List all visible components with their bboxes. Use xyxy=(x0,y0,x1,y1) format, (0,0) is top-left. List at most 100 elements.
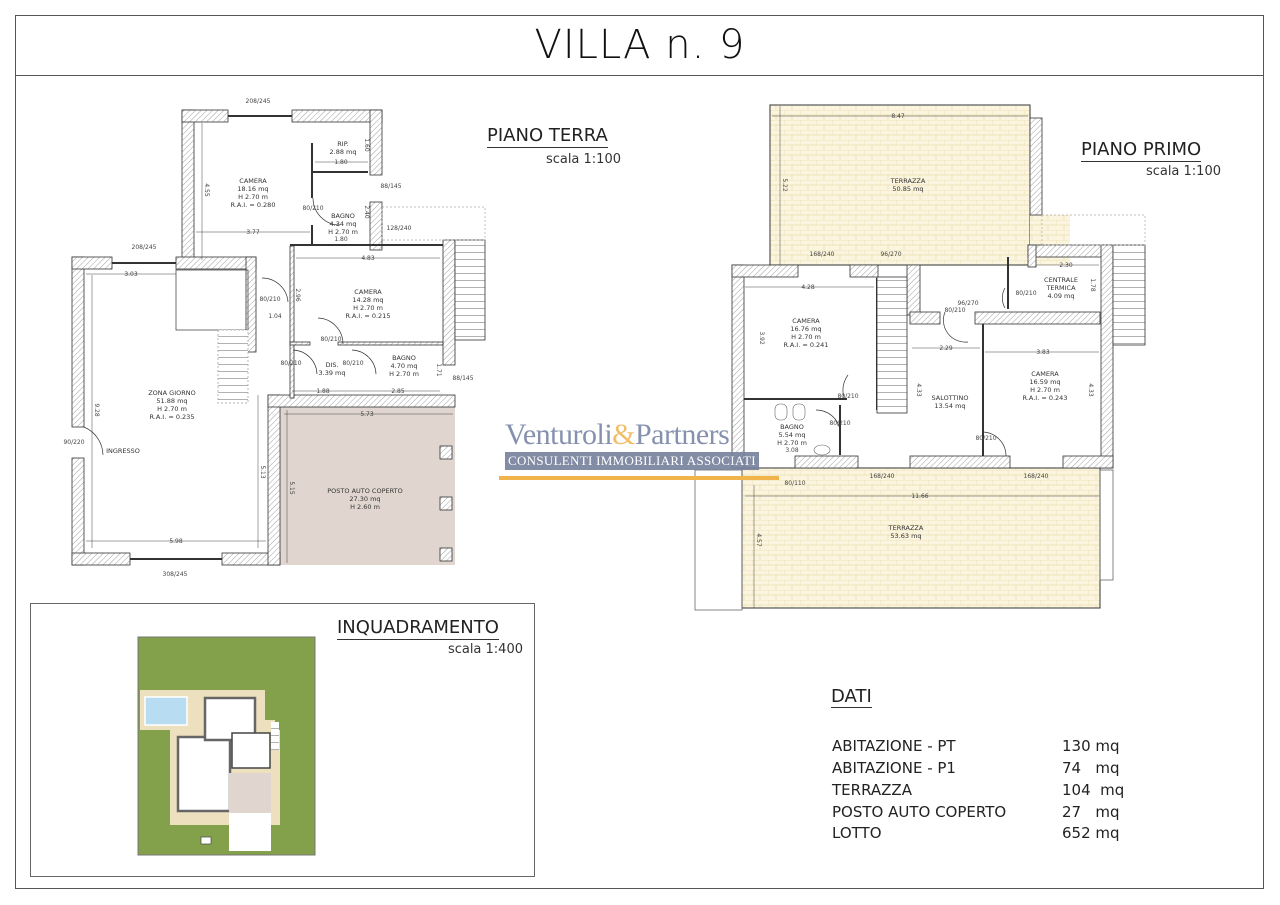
page-title: VILLA n. 9 xyxy=(534,22,746,68)
room-area: 13.54 mq xyxy=(934,402,965,410)
ground-floor-walls xyxy=(71,109,456,566)
room-name: CAMERA xyxy=(354,288,382,296)
data-value: 74 mq xyxy=(1062,759,1120,777)
door-swings xyxy=(815,287,1007,457)
title-divider xyxy=(15,75,1264,76)
first-floor-plan: TERRAZZA 50.85 mq CAMERA 16.76 mq H 2.70… xyxy=(694,104,1146,611)
room-area: 4.34 mq xyxy=(330,220,357,228)
dimension-label: 1.80 xyxy=(334,159,348,166)
room-name: SALOTTINO xyxy=(932,394,969,402)
opening-label: 96/270 xyxy=(957,300,978,307)
site-driveway xyxy=(229,813,271,851)
room-height: H 2.60 m xyxy=(350,503,380,511)
terrace-parapet xyxy=(694,469,743,611)
room-height: H 2.70 m xyxy=(238,193,268,201)
data-value: 130 mq xyxy=(1062,737,1120,755)
external-landing xyxy=(381,206,486,241)
room-area: 27.30 mq xyxy=(349,495,380,503)
room-rai: R.A.I. = 0.280 xyxy=(231,201,276,209)
dimension-label: 1.88 xyxy=(316,388,330,395)
opening-label: 308/245 xyxy=(163,571,188,578)
opening-label: 80/210 xyxy=(944,307,965,314)
data-value: 27 mq xyxy=(1062,803,1120,821)
first-floor-scale: scala 1:100 xyxy=(1145,164,1221,179)
terrace-parapet xyxy=(1099,469,1114,581)
room-name: CENTRALE xyxy=(1044,276,1078,284)
room-height: H 2.70 m xyxy=(157,405,187,413)
watermark-name: Venturoli&Partners xyxy=(505,418,730,451)
opening-label: 80/210 xyxy=(280,360,301,367)
partitions xyxy=(290,143,443,246)
room-rai: R.A.I. = 0.241 xyxy=(784,341,829,349)
room-area: 16.76 mq xyxy=(790,325,821,333)
opening-label: 168/240 xyxy=(810,251,835,258)
first-floor-title: PIANO PRIMO xyxy=(1081,139,1202,162)
dimension-label: 4.28 xyxy=(801,284,815,291)
opening-label: 90/220 xyxy=(63,439,84,446)
room-name: BAGNO xyxy=(331,212,355,220)
room-height: H 2.70 m xyxy=(389,370,419,378)
data-title: DATI xyxy=(831,686,872,708)
agency-watermark: Venturoli&Partners CONSULENTI IMMOBILIAR… xyxy=(499,418,779,480)
dimension-label: 4.33 xyxy=(915,383,922,397)
bathroom-fixtures xyxy=(774,403,831,456)
data-row: ABITAZIONE - PT 130 mq xyxy=(832,737,1152,755)
room-name: RIP. xyxy=(337,140,348,148)
dimension-label: 3.92 xyxy=(758,331,765,345)
room-name: CAMERA xyxy=(1031,370,1059,378)
site-map xyxy=(137,636,316,856)
room-name: BAGNO xyxy=(780,423,804,431)
room-name: DIS. xyxy=(325,361,338,369)
external-stairs xyxy=(454,239,486,341)
room-rai: R.A.I. = 0.215 xyxy=(346,312,391,320)
opening-label: 80/210 xyxy=(1015,290,1036,297)
data-value: 652 mq xyxy=(1062,824,1120,842)
opening-label: 88/145 xyxy=(452,375,473,382)
opening-label: 80/210 xyxy=(342,360,363,367)
opening-label: 80/210 xyxy=(837,393,858,400)
site-stairs xyxy=(271,722,279,750)
sheet-frame xyxy=(15,15,1264,889)
room-rai: R.A.I. = 0.235 xyxy=(150,413,195,421)
opening-label: 80/210 xyxy=(975,435,996,442)
dimension-label: 2.40 xyxy=(363,205,370,219)
external-landing xyxy=(1041,214,1146,246)
opening-label: 88/145 xyxy=(380,183,401,190)
opening-label: 208/245 xyxy=(132,244,157,251)
dimension-label: 5.13 xyxy=(259,465,266,479)
dimension-lines xyxy=(86,123,453,563)
garage-area xyxy=(280,395,455,565)
data-label: ABITAZIONE - PT xyxy=(832,737,956,755)
dimension-label: 9.28 xyxy=(93,403,100,417)
dimension-label: 5.73 xyxy=(360,411,374,418)
dimension-lines xyxy=(745,106,1099,608)
data-label: POSTO AUTO COPERTO xyxy=(832,803,1007,821)
site-plan-scale: scala 1:400 xyxy=(447,642,523,657)
dimension-label: 1.60 xyxy=(363,138,370,152)
entrance-label: INGRESSO xyxy=(106,447,140,455)
dimension-label: 8.47 xyxy=(891,113,905,120)
lower-terrace xyxy=(741,467,1101,609)
room-name: CAMERA xyxy=(792,317,820,325)
dimension-label: 1.78 xyxy=(1089,278,1096,292)
room-rai: R.A.I. = 0.243 xyxy=(1023,394,1068,402)
room-area: 2.88 mq xyxy=(330,148,357,156)
room-area: 53.63 mq xyxy=(890,532,921,540)
dimension-label: 4.55 xyxy=(203,183,210,197)
room-height: H 2.70 m xyxy=(791,333,821,341)
site-plan-box xyxy=(30,603,535,877)
room-name: TERRAZZA xyxy=(888,524,924,532)
dimension-label: 1.71 xyxy=(435,363,442,377)
first-floor-interior xyxy=(742,275,1099,460)
site-house xyxy=(231,732,271,769)
data-label: TERRAZZA xyxy=(832,781,912,799)
dimension-label: 4.33 xyxy=(1087,383,1094,397)
opening-label: 80/210 xyxy=(320,336,341,343)
room-area: 5.54 mq xyxy=(779,431,806,439)
ground-floor-scale: scala 1:100 xyxy=(545,152,621,167)
room-area: 51.88 mq xyxy=(156,397,187,405)
dimension-label: 1.04 xyxy=(268,313,282,320)
site-house xyxy=(203,696,257,742)
